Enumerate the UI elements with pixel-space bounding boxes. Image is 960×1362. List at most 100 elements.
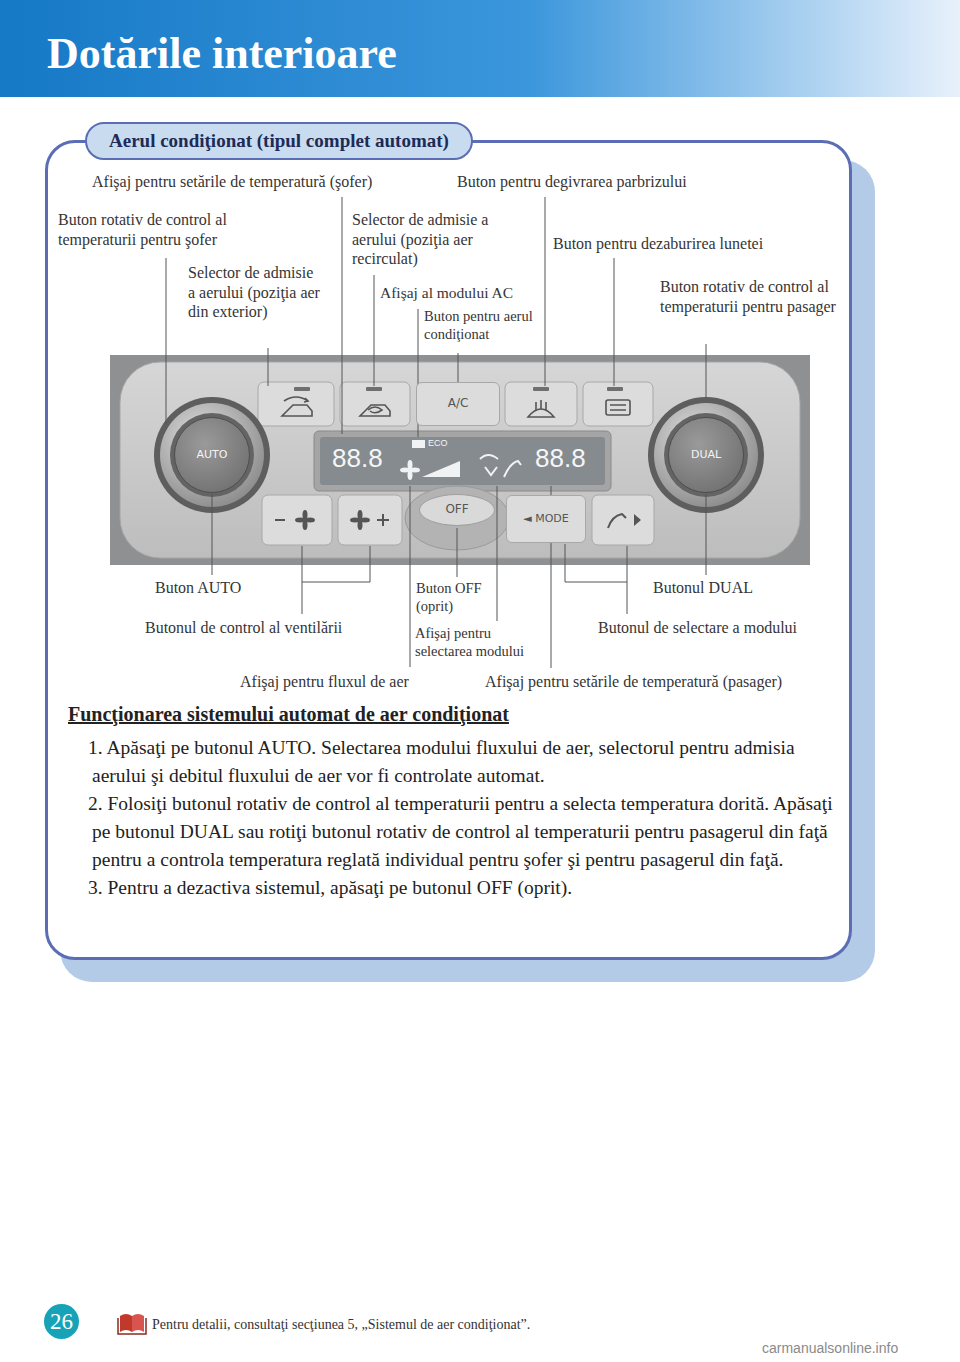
panel-body bbox=[120, 362, 800, 558]
leader-lines bbox=[565, 544, 627, 614]
fan-icons bbox=[305, 518, 315, 523]
fan-icons bbox=[360, 518, 370, 523]
leader-lines bbox=[268, 348, 269, 386]
button-text: 26 bbox=[50, 1309, 73, 1334]
button-icons bbox=[282, 405, 312, 416]
button-icons bbox=[606, 400, 630, 415]
lcd-bezel bbox=[314, 431, 611, 491]
button-icons bbox=[360, 405, 390, 416]
button-text: A/C bbox=[448, 397, 469, 410]
leader-lines bbox=[545, 197, 546, 386]
callout-label: Selector de admisie a aerului (poziţia a… bbox=[188, 263, 323, 322]
top-buttons bbox=[258, 382, 653, 426]
button-text: ◄ MODE bbox=[523, 513, 569, 525]
steps: 1. Apăsaţi pe butonul AUTO. Selectarea m… bbox=[86, 734, 844, 902]
button-text: AUTO bbox=[197, 449, 228, 461]
temperature-knobs bbox=[170, 413, 254, 497]
callout-label: Buton OFF (oprit) bbox=[416, 580, 494, 615]
indicator-lights bbox=[366, 387, 382, 391]
callout-label: Buton pentru aerul condiţionat bbox=[424, 308, 546, 343]
leader-lines bbox=[457, 528, 458, 577]
fan-icons bbox=[303, 520, 308, 530]
button-icons bbox=[536, 400, 546, 410]
temperature-knobs bbox=[648, 397, 764, 513]
book-icon bbox=[118, 1318, 146, 1334]
lcd-icons bbox=[422, 461, 460, 477]
callout-label: Afişaj pentru fluxul de aer bbox=[240, 672, 454, 692]
bottom-buttons bbox=[262, 495, 332, 545]
book-icon bbox=[120, 1314, 132, 1332]
off-dial bbox=[405, 486, 509, 550]
button-icons bbox=[610, 405, 626, 410]
button-icons bbox=[304, 398, 308, 402]
fan-icons bbox=[382, 514, 384, 526]
lcd-icons bbox=[400, 468, 410, 473]
top-buttons bbox=[583, 382, 653, 426]
display-text: ECO bbox=[428, 439, 448, 448]
callout-label: Buton pentru dezaburirea lunetei bbox=[553, 234, 815, 254]
page-number: 26 bbox=[44, 1304, 79, 1339]
indicator-lights bbox=[533, 387, 549, 391]
leader-lines bbox=[706, 494, 707, 575]
display-text: 88.8 bbox=[332, 445, 383, 471]
fan-icons bbox=[275, 510, 389, 530]
mode-icon bbox=[608, 514, 641, 528]
fan-icons bbox=[358, 510, 363, 520]
fan-icons bbox=[350, 518, 360, 523]
ac-button: A/C bbox=[416, 382, 500, 426]
mode-icon bbox=[608, 514, 626, 528]
section-heading: Funcţionarea sistemului automat de aer c… bbox=[68, 703, 509, 726]
section-tab: Aerul condiţionat (tipul complet automat… bbox=[85, 122, 473, 160]
mode-icon bbox=[634, 514, 641, 526]
button-text: OFF bbox=[445, 503, 468, 516]
watermark: carmanualsonline.info bbox=[762, 1340, 952, 1357]
temperature-knobs bbox=[160, 403, 264, 507]
callout-label: Butonul de selectare a modului bbox=[598, 618, 848, 638]
off-dial bbox=[405, 486, 509, 550]
lcd-bezel bbox=[314, 431, 611, 491]
callout-label: Buton rotativ de control al temperaturii… bbox=[660, 277, 838, 316]
top-buttons bbox=[340, 382, 410, 426]
callout-label: Butonul DUAL bbox=[653, 578, 793, 598]
leader-lines bbox=[458, 353, 459, 383]
top-buttons bbox=[258, 382, 334, 426]
lcd-display: 88.8 ECO 88.8 bbox=[320, 437, 605, 485]
indicator-lights bbox=[607, 387, 623, 391]
dual-knob: DUAL bbox=[668, 417, 744, 493]
step-text: 1. Apăsaţi pe butonul AUTO. Selectarea m… bbox=[86, 734, 844, 790]
mode-button: ◄ MODE bbox=[506, 495, 586, 543]
book-icon bbox=[132, 1314, 144, 1332]
lcd-icons bbox=[412, 440, 425, 448]
leader-lines bbox=[410, 486, 411, 667]
callout-label: Afişaj pentru setările de temperatură (ş… bbox=[92, 172, 454, 192]
header-band bbox=[0, 0, 960, 97]
fan-icons bbox=[295, 518, 305, 523]
temperature-knobs bbox=[154, 397, 270, 513]
leader-lines bbox=[212, 494, 213, 575]
temperature-knobs bbox=[664, 413, 748, 497]
callout-label: Afişaj al modului AC bbox=[380, 284, 540, 303]
page-title: Dotările interioare bbox=[47, 28, 397, 79]
callout-label: Buton rotativ de control al temperaturii… bbox=[58, 210, 273, 249]
display-text: 88.8 bbox=[535, 445, 586, 471]
info-panel: Aerul condiţionat (tipul complet automat… bbox=[45, 140, 852, 960]
lcd-icons bbox=[480, 455, 498, 475]
leader-lines bbox=[302, 546, 370, 614]
book-icon bbox=[118, 1314, 146, 1334]
leader-lines bbox=[706, 344, 707, 398]
button-icons bbox=[284, 397, 308, 401]
fan-icons bbox=[295, 510, 315, 530]
fan-icons bbox=[350, 510, 370, 530]
fan-icons bbox=[377, 519, 389, 521]
callout-label: Butonul de control al ventilării bbox=[145, 618, 407, 638]
fan-icons bbox=[303, 510, 308, 520]
step-text: 2. Folosiţi butonul rotativ de control a… bbox=[86, 790, 844, 874]
lcd-icons bbox=[504, 461, 521, 477]
button-text: DUAL bbox=[691, 449, 721, 461]
top-buttons bbox=[505, 382, 577, 426]
fan-icons bbox=[275, 519, 285, 521]
panel-body bbox=[110, 355, 810, 565]
callout-label: Afişaj pentru selectarea modului bbox=[415, 625, 547, 660]
leader-lines bbox=[374, 275, 375, 386]
